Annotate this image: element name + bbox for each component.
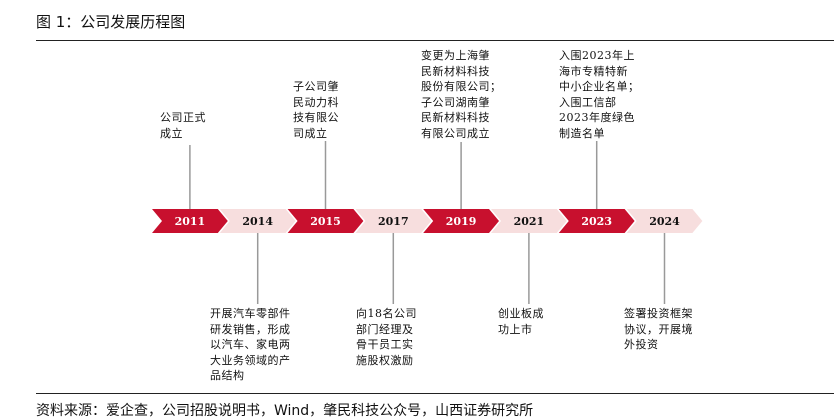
timeline-segment-2021 <box>491 209 567 233</box>
event-2011-text: 公司正式 成立 <box>160 110 206 141</box>
event-2024-text: 签署投资框架 协议，开展境 外投资 <box>624 306 693 353</box>
timeline-year-2017: 2017 <box>378 215 409 228</box>
event-line: 协议，开展境 <box>624 322 693 336</box>
event-line: 施股权激励 <box>356 353 414 367</box>
timeline-segment-2015 <box>287 209 364 233</box>
bottom-rule <box>36 393 834 394</box>
event-line: 骨干员工实 <box>356 338 414 351</box>
timeline-segment-2023 <box>558 209 635 233</box>
event-line: 2023年度绿色 <box>559 111 635 124</box>
event-line: 向18名公司 <box>356 307 417 320</box>
timeline-segment-2017 <box>355 209 432 233</box>
event-line: 签署投资框架 <box>624 307 693 320</box>
event-line: 制造名单 <box>559 126 605 140</box>
event-line: 研发销售，形成 <box>210 322 291 336</box>
event-2023-text: 入围2023年上 海市专精特新 中小企业名单； 入围工信部 2023年度绿色 制… <box>559 48 640 141</box>
event-line: 创业板成 <box>498 307 544 320</box>
top-rule <box>36 40 834 41</box>
event-line: 技有限公 <box>293 111 339 124</box>
event-line: 成立 <box>160 126 183 140</box>
event-line: 中小企业名单； <box>559 80 640 93</box>
event-line: 子公司肇 <box>293 80 339 93</box>
event-line: 公司正式 <box>160 111 206 124</box>
timeline-year-2023: 2023 <box>581 215 612 228</box>
timeline-year-2014: 2014 <box>242 215 273 228</box>
event-line: 变更为上海肇 <box>421 49 490 62</box>
timeline-year-2021: 2021 <box>514 215 545 228</box>
figure-title: 图 1：公司发展历程图 <box>36 13 186 31</box>
event-line: 入围工信部 <box>559 95 617 109</box>
timeline-year-2024: 2024 <box>649 215 680 228</box>
event-2015-text: 子公司肇 民动力科 技有限公 司成立 <box>293 79 339 141</box>
event-2017-text: 向18名公司 部门经理及 骨干员工实 施股权激励 <box>356 306 417 368</box>
timeline-segment-2019 <box>423 209 499 233</box>
event-line: 有限公司成立 <box>421 126 490 140</box>
event-line: 民新材料科技 <box>421 111 490 124</box>
source-note: 资料来源：爱企查，公司招股说明书，Wind，肇民科技公众号，山西证券研究所 <box>36 403 534 419</box>
timeline-year-2011: 2011 <box>175 215 206 228</box>
event-2014-text: 开展汽车零部件 研发销售，形成 以汽车、家电两 大业务领域的产 品结构 <box>210 306 291 384</box>
event-line: 开展汽车零部件 <box>210 307 291 320</box>
event-2019-text: 变更为上海肇 民新材料科技 股份有限公司； 子公司湖南肇 民新材料科技 有限公司… <box>421 48 502 141</box>
timeline-segment-2014 <box>219 209 296 233</box>
event-line: 大业务领域的产 <box>210 353 291 367</box>
event-line: 功上市 <box>498 322 533 336</box>
event-line: 品结构 <box>210 369 245 382</box>
timeline-year-2015: 2015 <box>310 215 341 228</box>
event-line: 部门经理及 <box>356 322 414 336</box>
event-2021-text: 创业板成 功上市 <box>498 306 544 337</box>
event-line: 以汽车、家电两 <box>210 338 291 351</box>
event-line: 海市专精特新 <box>559 64 628 78</box>
event-line: 司成立 <box>293 126 328 140</box>
timeline-year-2019: 2019 <box>446 215 477 228</box>
timeline-segment-2011 <box>152 209 228 233</box>
event-line: 入围2023年上 <box>559 49 635 62</box>
event-line: 股份有限公司； <box>421 80 502 93</box>
event-line: 民动力科 <box>293 95 339 109</box>
event-line: 外投资 <box>624 338 659 351</box>
event-line: 民新材料科技 <box>421 64 490 78</box>
timeline-segment-2024 <box>626 209 703 233</box>
event-line: 子公司湖南肇 <box>421 95 490 109</box>
